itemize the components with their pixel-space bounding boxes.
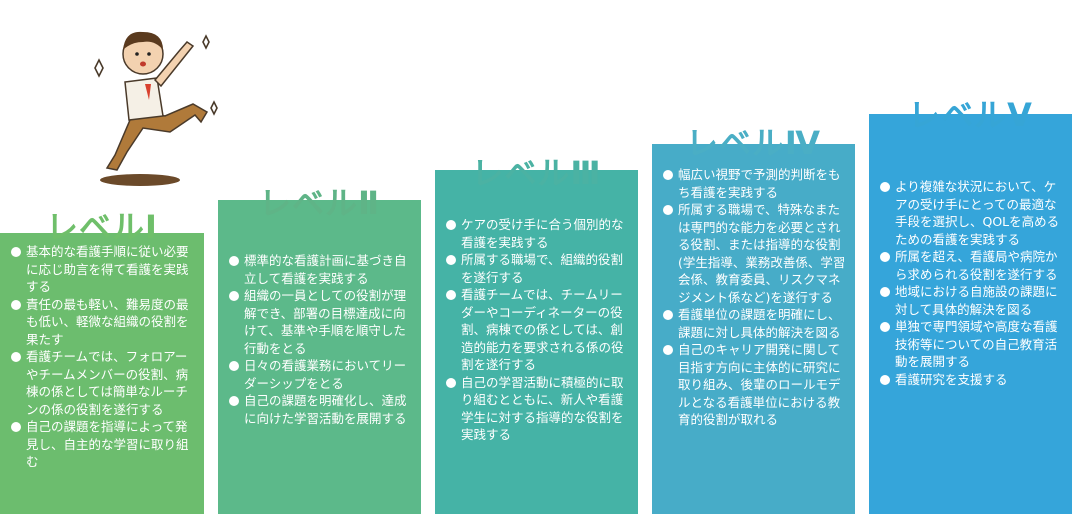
level-3-item: 自己の学習活動に積極的に取り組むとともに、新人や看護学生に対する指導的な役割を実… [445,374,630,444]
level-4-item: 看護単位の課題を明確にし、課題に対し具体的解決を図る [662,306,847,341]
level-3-item: 所属する職場で、組織的役割を遂行する [445,251,630,286]
level-4-list: 幅広い視野で予測的判断をもち看護を実践する 所属する職場で、特殊なまたは専門的な… [662,166,847,429]
level-2-item: 標準的な看護計画に基づき自立して看護を実践する [228,252,413,287]
level-3-item: ケアの受け手に合う個別的な看護を実践する [445,216,630,251]
level-5-item: 地域における自施設の課題に対して具体的解決を図る [879,283,1064,318]
level-3-column: ケアの受け手に合う個別的な看護を実践する 所属する職場で、組織的役割を遂行する … [435,140,638,514]
level-4-item: 幅広い視野で予測的判断をもち看護を実践する [662,166,847,201]
level-5-item: より複雑な状況において、ケアの受け手にとっての最適な手段を選択し、QOLを高める… [879,178,1064,248]
level-2-item: 組織の一員としての役割が理解でき、部署の目標達成に向けて、基準や手順を順守した行… [228,287,413,357]
level-4-column: 幅広い視野で予測的判断をもち看護を実践する 所属する職場で、特殊なまたは専門的な… [652,110,855,514]
level-5-item: 所属を超え、看護局や病院から求められる役割を遂行する [879,248,1064,283]
level-4-item: 所属する職場で、特殊なまたは専門的な能力を必要とされる役割、または指導的な役割(… [662,201,847,306]
running-person-illustration [85,20,235,190]
level-4-item: 自己のキャリア開発に関して目指す方向に主体的に研究に取り組み、後輩のロールモデル… [662,341,847,429]
level-2-list: 標準的な看護計画に基づき自立して看護を実践する 組織の一員としての役割が理解でき… [228,252,413,427]
level-1-title: レベルⅠ [0,202,204,248]
level-2-title: レベルⅡ [218,178,421,224]
level-1-column: 基本的な看護手順に従い必要に応じ助言を得て看護を実践する 責任の最も軽い、難易度… [0,200,204,514]
level-2-item: 日々の看護業務においてリーダーシップをとる [228,357,413,392]
level-2-item: 自己の課題を明確化し、達成に向けた学習活動を展開する [228,392,413,427]
level-1-item: 責任の最も軽い、難易度の最も低い、軽微な組織の役割を果たす [10,296,196,349]
level-1-item: 基本的な看護手順に従い必要に応じ助言を得て看護を実践する [10,243,196,296]
level-5-list: より複雑な状況において、ケアの受け手にとっての最適な手段を選択し、QOLを高める… [879,178,1064,388]
level-1-box: 基本的な看護手順に従い必要に応じ助言を得て看護を実践する 責任の最も軽い、難易度… [0,233,204,514]
level-3-title: レベルⅢ [435,148,638,194]
level-5-title: レベルⅤ [869,90,1072,136]
level-2-column: 標準的な看護計画に基づき自立して看護を実践する 組織の一員としての役割が理解でき… [218,170,421,514]
level-5-item: 単独で専門領域や高度な看護技術等についての自己教育活動を展開する [879,318,1064,371]
level-4-box: 幅広い視野で予測的判断をもち看護を実践する 所属する職場で、特殊なまたは専門的な… [652,144,855,514]
level-5-column: より複雑な状況において、ケアの受け手にとっての最適な手段を選択し、QOLを高める… [869,90,1072,514]
level-1-item: 自己の課題を指導によって発見し、自主的な学習に取り組む [10,418,196,471]
level-3-item: 看護チームでは、チームリーダーやコーディネーターの役割、病棟での係としては、創造… [445,286,630,374]
level-5-box: より複雑な状況において、ケアの受け手にとっての最適な手段を選択し、QOLを高める… [869,114,1072,514]
level-3-list: ケアの受け手に合う個別的な看護を実践する 所属する職場で、組織的役割を遂行する … [445,216,630,444]
level-1-list: 基本的な看護手順に従い必要に応じ助言を得て看護を実践する 責任の最も軽い、難易度… [10,243,196,471]
ground-shadow [100,174,180,186]
level-4-title: レベルⅣ [652,118,855,164]
level-5-item: 看護研究を支援する [879,371,1064,389]
level-3-box: ケアの受け手に合う個別的な看護を実践する 所属する職場で、組織的役割を遂行する … [435,170,638,514]
level-2-box: 標準的な看護計画に基づき自立して看護を実践する 組織の一員としての役割が理解でき… [218,200,421,514]
level-1-item: 看護チームでは、フォロアーやチームメンバーの役割、病棟の係としては簡単なルーチン… [10,348,196,418]
body [125,78,163,120]
